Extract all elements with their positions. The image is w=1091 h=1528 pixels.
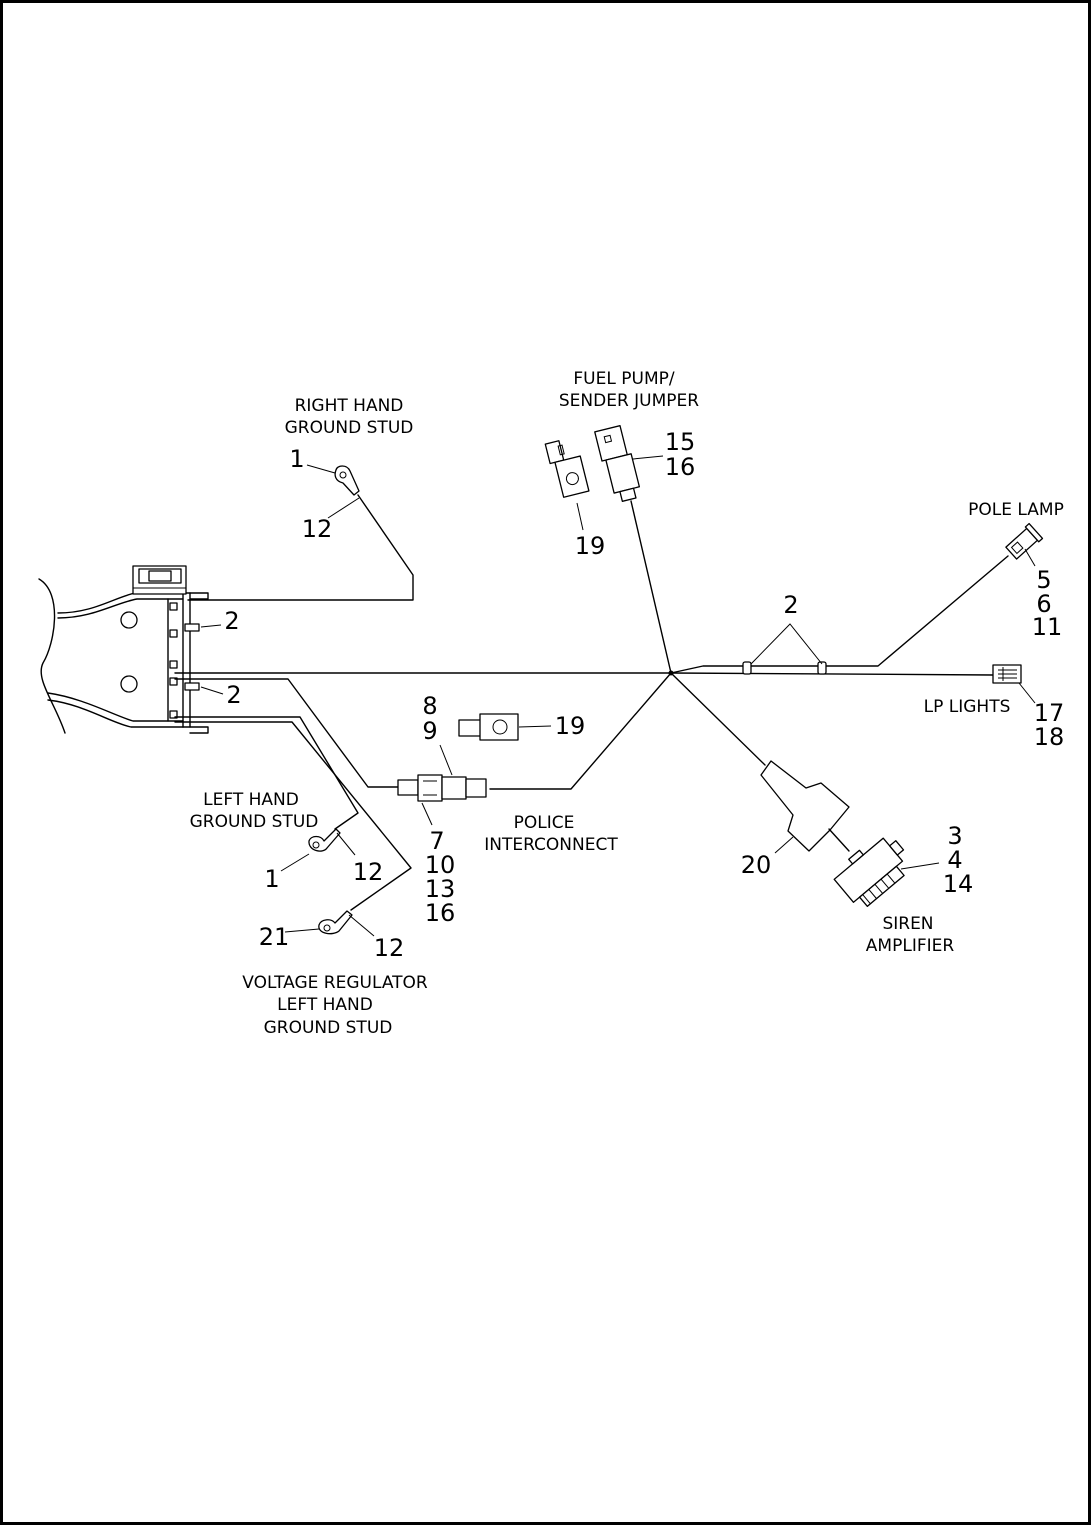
right-ground-label-line1: RIGHT HAND <box>295 396 404 416</box>
harness-clip-a <box>742 661 752 675</box>
leader-fuel-pump-15-16 <box>632 455 664 460</box>
leader-frame-clip-upper <box>200 624 222 628</box>
ref-police-9: 9 <box>422 717 437 745</box>
ref-siren-4: 4 <box>947 846 962 874</box>
leader-right-ground-1 <box>306 464 336 474</box>
regulator-label-line1: VOLTAGE REGULATOR <box>242 973 428 993</box>
frame-section <box>38 565 209 734</box>
cap-19 <box>458 713 519 741</box>
leader-regulator-12 <box>348 914 375 937</box>
leader-frame-clip-lower <box>200 686 224 695</box>
siren-boot <box>760 760 850 852</box>
ref-fuel-pump-19: 19 <box>575 532 606 560</box>
leader-regulator-21 <box>284 928 320 933</box>
leader-police-8-9 <box>439 744 453 776</box>
frame-clip-lower <box>184 682 200 691</box>
ref-left-ground-1: 1 <box>264 865 279 893</box>
police-interconnect-connector <box>397 774 487 802</box>
fuel-pump-cap-19 <box>544 440 590 498</box>
pole-lamp-label: POLE LAMP <box>968 500 1064 520</box>
harness-wires <box>174 494 1009 911</box>
ref-siren-3: 3 <box>947 822 962 850</box>
ref-police-8: 8 <box>422 692 437 720</box>
ref-pole-lamp-11: 11 <box>1032 613 1063 641</box>
ref-pole-lamp-6: 6 <box>1036 590 1051 618</box>
leader-clips-2 <box>750 623 823 665</box>
ref-police-7: 7 <box>429 827 444 855</box>
fuel-pump-label-line1: FUEL PUMP/ <box>573 369 674 389</box>
ref-left-ground-12: 12 <box>353 858 384 886</box>
ref-right-ground-1: 1 <box>289 445 304 473</box>
ref-regulator-21: 21 <box>259 923 290 951</box>
ref-police-13: 13 <box>425 875 456 903</box>
ref-lp-lights-17: 17 <box>1034 699 1065 727</box>
ref-lp-lights-18: 18 <box>1034 723 1065 751</box>
regulator-label-line2: LEFT HAND <box>277 995 373 1015</box>
police-interconnect-label-line2: INTERCONNECT <box>484 835 618 855</box>
left-ground-label-line1: LEFT HAND <box>203 790 299 810</box>
siren-amplifier-connector <box>833 837 905 907</box>
regulator-ground-terminal <box>318 910 353 935</box>
pole-lamp-connector <box>1005 522 1044 560</box>
ref-pole-lamp-5: 5 <box>1036 566 1051 594</box>
ref-regulator-12: 12 <box>374 934 405 962</box>
leader-police-7 <box>421 802 433 826</box>
fuel-pump-connector <box>594 425 641 502</box>
leader-left-ground-1 <box>280 853 310 872</box>
ref-frame-clip-lower: 2 <box>226 681 241 709</box>
left-ground-label-line2: GROUND STUD <box>190 812 319 832</box>
siren-label-line1: SIREN <box>882 914 933 934</box>
ref-siren-20: 20 <box>741 851 772 879</box>
ref-siren-14: 14 <box>943 870 974 898</box>
ref-clips-2: 2 <box>783 591 798 619</box>
leader-left-ground-12 <box>336 832 356 856</box>
leader-pole-lamp <box>1024 548 1036 567</box>
ref-right-ground-12: 12 <box>302 515 333 543</box>
right-ground-terminal <box>334 465 360 496</box>
leader-siren-20 <box>774 836 794 854</box>
leader-siren-3-4-14 <box>900 862 940 870</box>
frame-clip-upper <box>184 623 200 632</box>
leader-fuel-pump-19 <box>576 502 584 531</box>
ref-fuel-pump-15: 15 <box>665 428 696 456</box>
wiring-diagram: RIGHT HAND GROUND STUD 1 12 FUEL PUMP/ S… <box>38 369 1065 1038</box>
leader-lp-lights <box>1018 682 1036 704</box>
lp-lights-connector <box>992 664 1022 684</box>
ref-police-10: 10 <box>425 851 456 879</box>
frame-module <box>132 565 187 595</box>
lp-lights-label: LP LIGHTS <box>924 697 1011 717</box>
siren-lead <box>828 828 850 852</box>
harness-clip-b <box>817 661 827 675</box>
left-ground-terminal <box>308 828 341 852</box>
right-ground-label-line2: GROUND STUD <box>285 418 414 438</box>
leader-right-ground-12 <box>327 497 360 519</box>
police-interconnect-label-line1: POLICE <box>514 813 575 833</box>
ref-police-16: 16 <box>425 899 456 927</box>
siren-label-line2: AMPLIFIER <box>866 936 955 956</box>
regulator-label-line3: GROUND STUD <box>264 1018 393 1038</box>
ref-cap-19: 19 <box>555 712 586 740</box>
ref-frame-clip-upper: 2 <box>224 607 239 635</box>
fuel-pump-label-line2: SENDER JUMPER <box>559 391 699 411</box>
leader-cap-19 <box>518 725 552 728</box>
ref-fuel-pump-16: 16 <box>665 453 696 481</box>
